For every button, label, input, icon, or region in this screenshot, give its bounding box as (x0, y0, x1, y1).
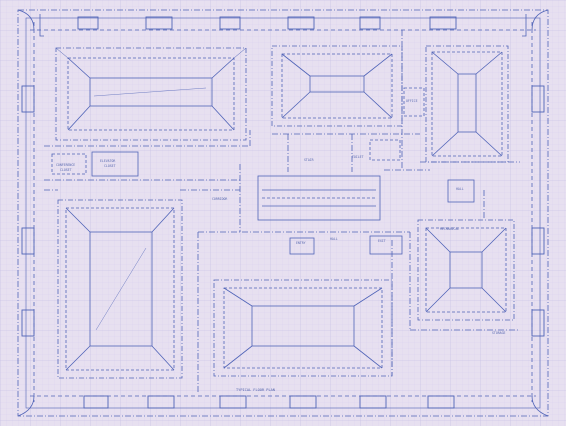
label-storage: STORAGE (492, 331, 506, 335)
perimeter-piers (21, 16, 545, 409)
label-entry: ENTRY (296, 241, 306, 245)
central-corridor-block (257, 175, 381, 221)
interior-partitions (44, 30, 520, 392)
label-conference: CONFERENCE (56, 163, 75, 167)
label-corridor: CORRIDOR (212, 197, 227, 201)
label-exit: EXIT (378, 239, 386, 243)
label-stair: STAIR (304, 158, 314, 162)
outer-border (17, 9, 549, 417)
roof-plan-bottom-left (57, 199, 183, 379)
label-toilet: TOILET (352, 155, 364, 159)
label-closet-mid: CLOSET (104, 164, 116, 168)
label-office: OFFICE (406, 99, 418, 103)
label-hall: HALL (330, 237, 338, 241)
room-labels: CONFERENCE CLOSET ELEVATOR CLOSET STAIR … (56, 99, 506, 392)
roof-plan-top-left (55, 47, 247, 141)
label-mechanical: MECHANICAL (440, 227, 459, 231)
label-closet-left: CLOSET (60, 168, 72, 172)
label-hall-east: HALL (456, 187, 464, 191)
small-rooms (51, 87, 475, 255)
roof-plan-bottom-right (417, 219, 515, 321)
label-elevator: ELEVATOR (100, 159, 115, 163)
roof-plan-top-right (425, 45, 509, 163)
roof-plan-bottom-center (213, 279, 393, 377)
title-block: TYPICAL FLOOR PLAN (236, 388, 275, 392)
